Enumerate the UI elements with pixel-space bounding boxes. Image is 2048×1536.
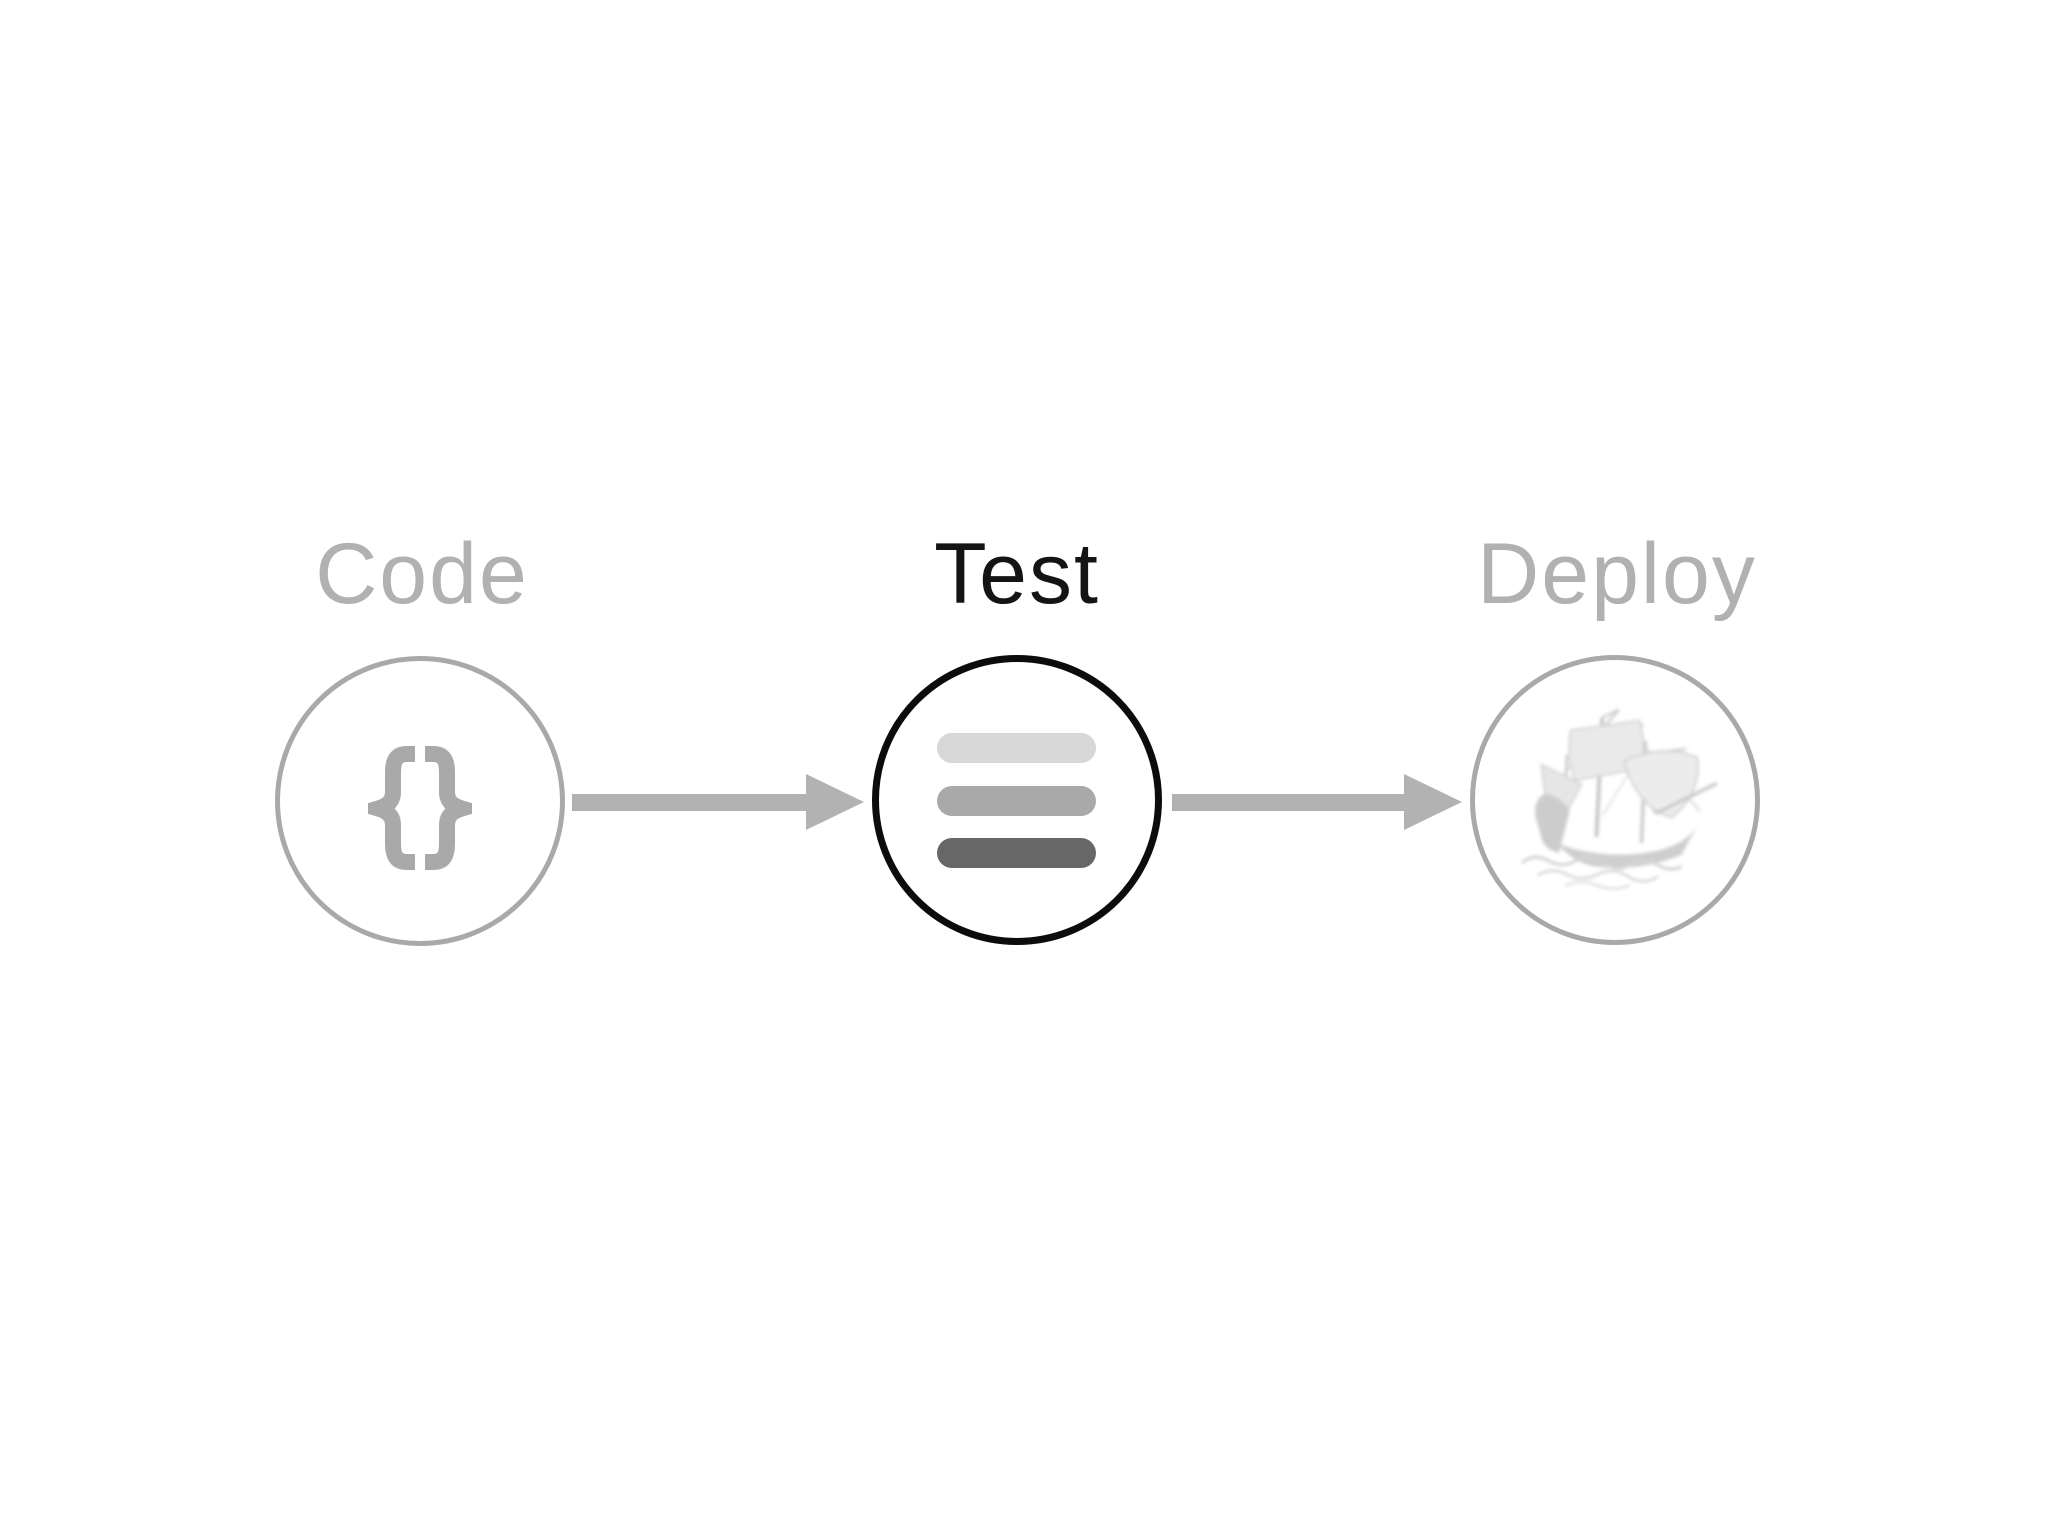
test-bar-dark — [937, 838, 1096, 868]
arrow-code-to-test-head — [806, 774, 864, 830]
step-circle-code — [275, 656, 565, 946]
sailing-ship-icon — [1520, 708, 1718, 890]
arrow-test-to-deploy-shaft — [1172, 794, 1406, 811]
curly-braces-icon — [368, 746, 472, 870]
arrow-test-to-deploy-head — [1404, 774, 1462, 830]
step-label-deploy: Deploy — [1477, 526, 1757, 622]
test-bar-light — [937, 733, 1096, 763]
step-label-code: Code — [315, 526, 529, 622]
test-bar-medium — [937, 786, 1096, 816]
arrow-code-to-test-shaft — [572, 794, 808, 811]
step-label-test: Test — [934, 526, 1100, 622]
step-circle-deploy — [1470, 655, 1760, 945]
